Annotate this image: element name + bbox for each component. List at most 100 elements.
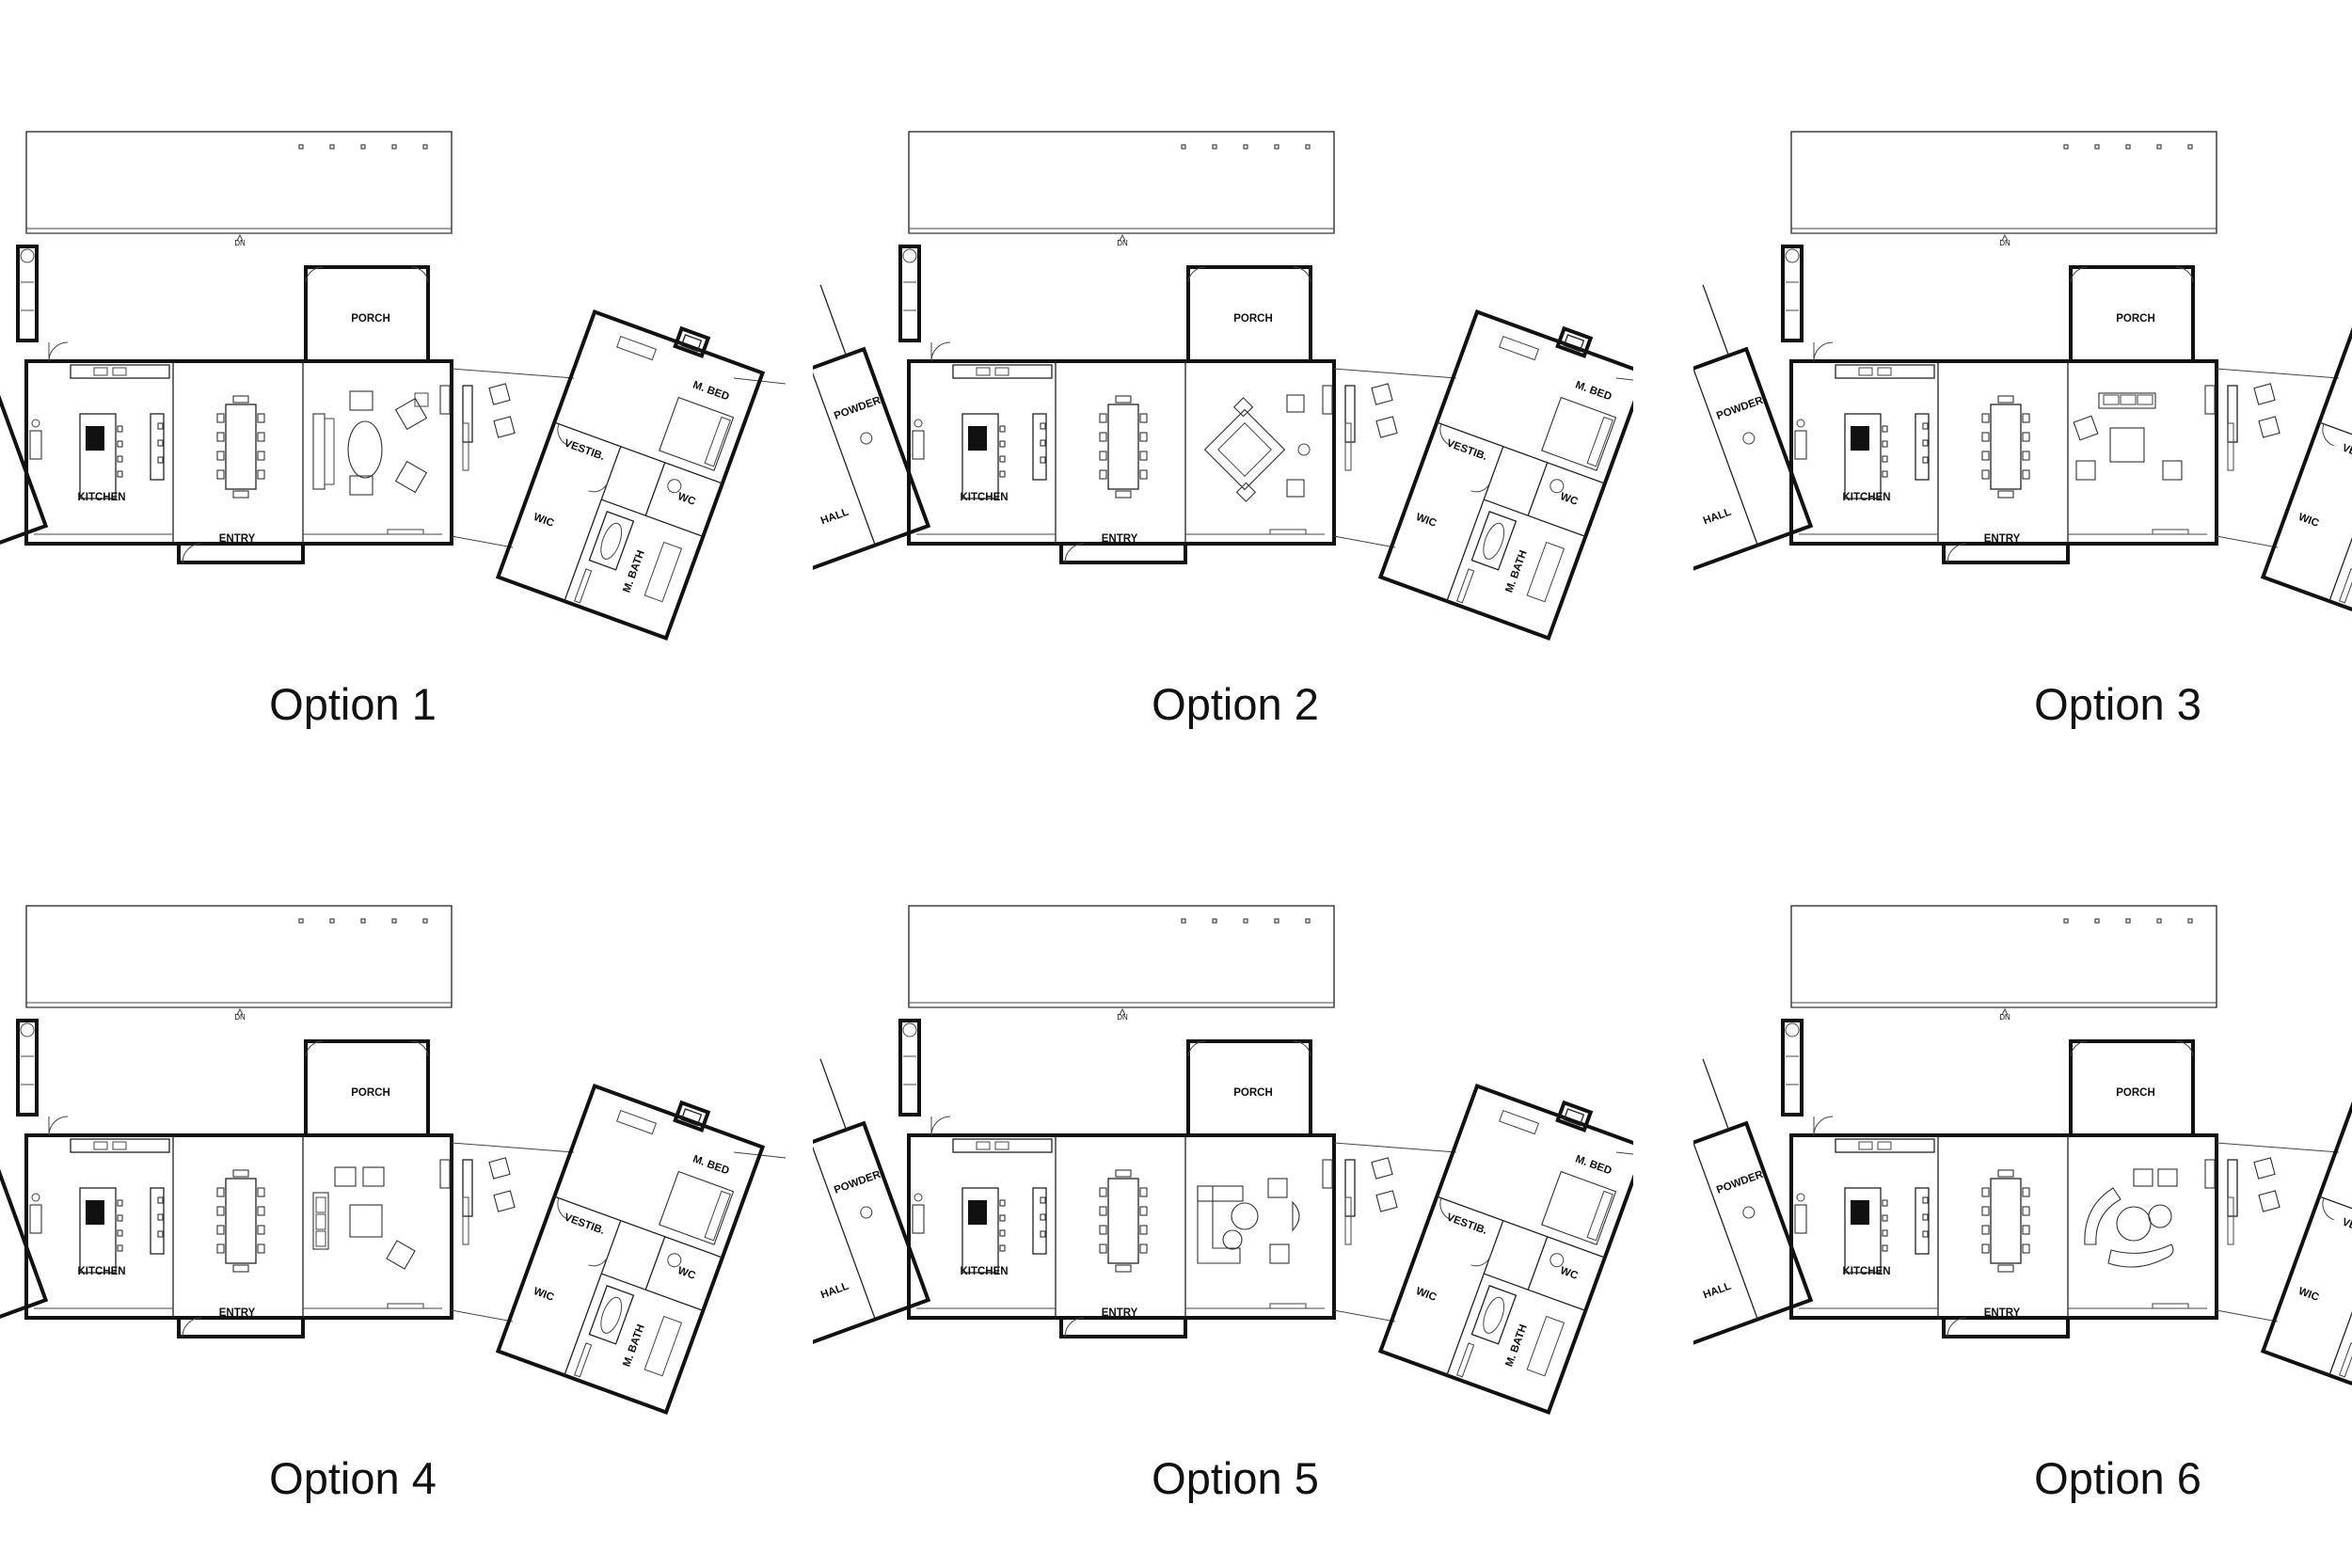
living-room-furniture — [2084, 1168, 2178, 1268]
stair-label-dn: DN — [1117, 239, 1128, 247]
vanity — [1526, 541, 1565, 603]
deck-post — [360, 144, 366, 150]
window — [439, 1159, 451, 1189]
fixture — [1785, 1022, 1800, 1037]
dining-chair — [257, 1206, 265, 1216]
stool — [999, 440, 1006, 448]
door-swing — [2070, 1040, 2089, 1057]
deck-post — [329, 144, 335, 150]
bathtub — [1470, 511, 1518, 571]
deck-post — [1305, 144, 1311, 150]
window — [2204, 385, 2216, 415]
chair — [1235, 482, 1257, 502]
dining-chair — [216, 1243, 225, 1254]
walkway-edge — [1615, 377, 1633, 381]
stool — [117, 470, 123, 478]
room-label-hall: HALL — [819, 1281, 850, 1302]
stool — [1882, 440, 1888, 448]
kitchen-island — [79, 1187, 117, 1274]
round-table — [1231, 1202, 1259, 1230]
walkway-edge — [451, 535, 514, 548]
wing-partition — [1484, 499, 1586, 537]
stool — [1040, 439, 1046, 447]
counter-right — [1915, 1187, 1930, 1255]
cushion — [2137, 394, 2153, 405]
bed — [659, 1170, 735, 1245]
chimney-flue — [1563, 334, 1585, 353]
kitchen-island — [1844, 413, 1882, 499]
wing-partition — [1693, 1142, 1758, 1320]
walkway-edge — [2216, 1309, 2279, 1323]
deck-outline — [908, 131, 1335, 234]
walkway-edge — [1333, 368, 1457, 379]
wing-partition — [1527, 1236, 1549, 1291]
stool — [999, 425, 1006, 433]
armchair — [2073, 415, 2099, 441]
fixture — [1796, 419, 1805, 428]
fixture — [31, 1193, 40, 1202]
bookshelf — [2227, 385, 2238, 443]
console — [2152, 529, 2189, 535]
chimney — [673, 1100, 711, 1132]
deck-chair — [1375, 1190, 1398, 1212]
dining-chair — [1115, 1169, 1132, 1178]
dining-chair — [1099, 432, 1107, 442]
dining-chair — [2022, 1225, 2030, 1235]
stool — [1040, 1196, 1046, 1204]
room-label-entry: ENTRY — [1102, 1307, 1138, 1319]
living-room-furniture — [1203, 394, 1311, 502]
dresser — [616, 1109, 658, 1135]
room-label-wc: WC — [676, 491, 697, 508]
master-wing-walls — [2260, 1083, 2352, 1416]
main-house-walls — [907, 1133, 1336, 1320]
toilet — [1549, 1253, 1565, 1268]
cushion — [2120, 394, 2137, 405]
wing-partition — [564, 1220, 622, 1376]
wing-partition — [813, 368, 876, 546]
toilet — [1742, 432, 1756, 445]
deck-post — [2125, 144, 2131, 150]
dining-chair — [216, 469, 225, 480]
living-room-furniture — [312, 1166, 416, 1270]
coffee-table — [2109, 427, 2145, 463]
armchair — [1269, 1243, 1290, 1264]
kitchen-island — [961, 413, 999, 499]
room-label-entry: ENTRY — [1102, 533, 1138, 545]
door-swing — [1470, 1256, 1491, 1267]
room-label-kitchen: KITCHEN — [77, 492, 125, 503]
counter-right — [150, 1187, 165, 1255]
curved-sofa — [2084, 1187, 2122, 1245]
stool — [117, 1214, 123, 1222]
room-label-vestib: VESTIB. — [563, 1212, 606, 1237]
side-cabinet — [16, 1019, 39, 1117]
dining-table — [1107, 404, 1139, 490]
range-cooktop — [1851, 1200, 1869, 1225]
shelf — [2227, 422, 2234, 471]
console — [1269, 529, 1307, 535]
deck-post — [1212, 918, 1217, 924]
deck-post — [1181, 918, 1186, 924]
console — [2152, 1303, 2189, 1309]
side-cabinet — [1781, 1019, 1804, 1117]
left-wing-walls — [813, 1120, 931, 1351]
toilet — [667, 1253, 682, 1268]
main-house-walls — [24, 1133, 453, 1320]
deck-post — [1274, 918, 1279, 924]
deck-post — [1243, 144, 1248, 150]
headboard — [1586, 1190, 1613, 1242]
option-caption-2: Option 2 — [1152, 679, 1319, 729]
deck-post — [2094, 918, 2100, 924]
wing-partition — [813, 1142, 876, 1320]
side-cabinet — [898, 1019, 921, 1117]
toilet — [860, 432, 873, 445]
dining-chair — [1139, 1243, 1148, 1254]
chimney — [673, 325, 711, 358]
dining-chair — [232, 490, 249, 499]
walkway-edge — [451, 1142, 575, 1153]
stair-label-dn: DN — [1999, 1013, 2010, 1022]
room-label-m-bath: M. BATH — [1503, 548, 1529, 594]
door-swing — [930, 341, 951, 362]
entry-walls — [1942, 544, 2070, 564]
bookshelf — [2227, 1159, 2238, 1217]
